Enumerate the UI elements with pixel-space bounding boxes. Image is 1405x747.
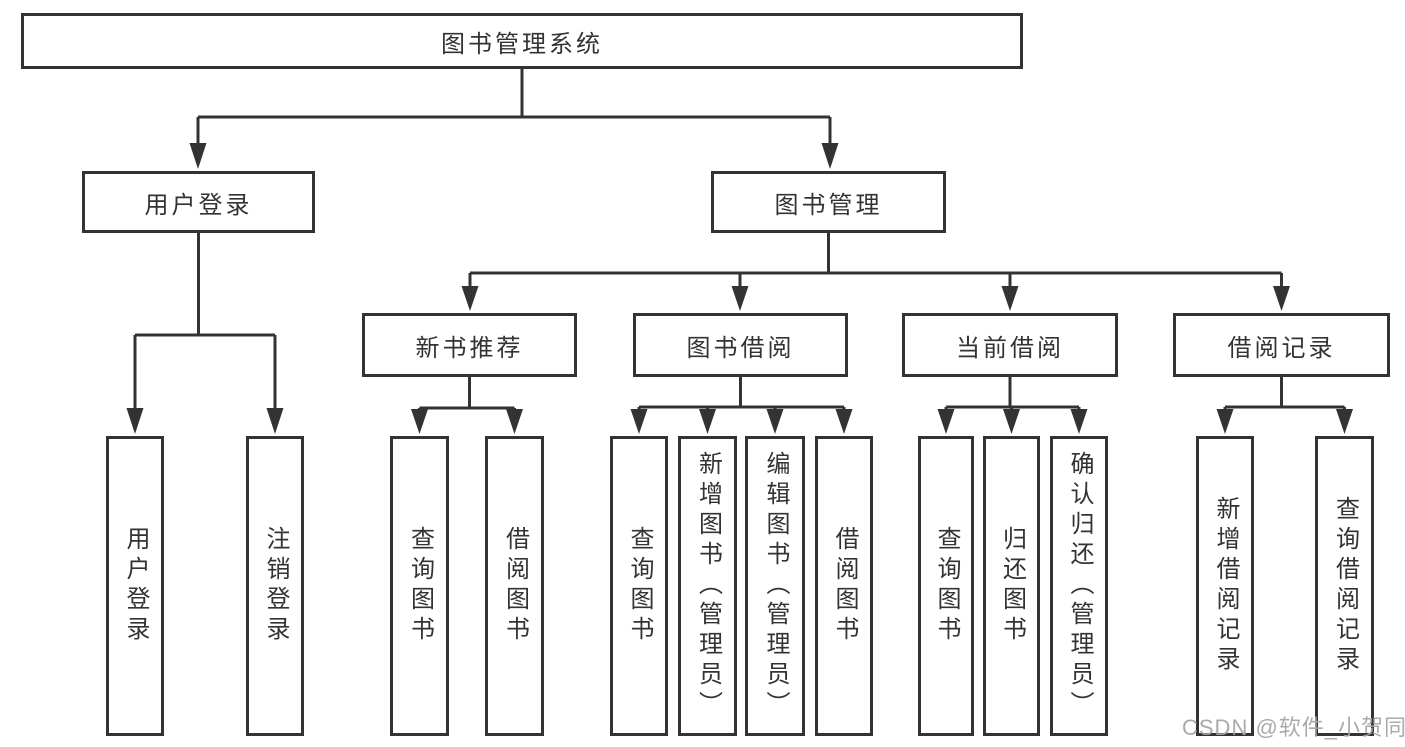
leaf-add-books-admin: 新增图书（管理员） — [678, 436, 737, 736]
node-label: 当前借阅 — [956, 334, 1064, 362]
node-label: 新书推荐 — [415, 334, 524, 362]
node-borrowing-records: 借阅记录 — [1173, 313, 1390, 377]
node-label: 查询图书 — [626, 526, 653, 646]
node-label: 借阅记录 — [1227, 334, 1336, 362]
node-label: 图书管理系统 — [441, 30, 603, 58]
node-label: 确认归还（管理员） — [1066, 451, 1093, 721]
node-new-book-recommendation: 新书推荐 — [362, 313, 577, 377]
node-label: 用户登录 — [122, 526, 149, 646]
node-label: 编辑图书（管理员） — [762, 451, 789, 721]
csdn-watermark: CSDN @软件_小贺同学 — [1182, 715, 1405, 740]
node-label: 注销登录 — [262, 526, 289, 646]
leaf-user-login: 用户登录 — [106, 436, 164, 736]
leaf-query-borrow-record: 查询借阅记录 — [1315, 436, 1374, 736]
node-label: 图书管理 — [774, 191, 883, 219]
node-label: 归还图书 — [998, 526, 1026, 646]
node-label: 新增借阅记录 — [1212, 496, 1239, 676]
leaf-edit-books-admin: 编辑图书（管理员） — [745, 436, 805, 736]
node-label: 图书借阅 — [686, 334, 795, 362]
leaf-borrow-books-recommend: 借阅图书 — [485, 436, 544, 736]
node-label: 借阅图书 — [831, 526, 858, 646]
leaf-return-books: 归还图书 — [983, 436, 1040, 736]
node-label: 查询图书 — [933, 526, 960, 646]
node-label: 查询借阅记录 — [1331, 496, 1359, 676]
leaf-query-books-borrowing: 查询图书 — [610, 436, 668, 736]
node-user-login: 用户登录 — [82, 171, 315, 233]
node-current-borrowing: 当前借阅 — [902, 313, 1118, 377]
node-label: 用户登录 — [144, 191, 253, 219]
node-book-borrowing: 图书借阅 — [633, 313, 848, 377]
arrowheads — [126, 143, 1353, 434]
leaf-add-borrow-record: 新增借阅记录 — [1196, 436, 1254, 736]
node-label: 查询图书 — [406, 526, 434, 646]
node-library-management-system: 图书管理系统 — [21, 13, 1023, 69]
leaf-query-books-current: 查询图书 — [918, 436, 974, 736]
node-label: 借阅图书 — [501, 526, 529, 646]
connector-paths — [133, 69, 1346, 412]
leaf-logout: 注销登录 — [246, 436, 304, 736]
node-label: 新增图书（管理员） — [694, 451, 722, 721]
leaf-query-books-recommend: 查询图书 — [390, 436, 449, 736]
node-book-management: 图书管理 — [711, 171, 946, 233]
leaf-confirm-return-admin: 确认归还（管理员） — [1050, 436, 1108, 736]
leaf-borrow-books: 借阅图书 — [815, 436, 873, 736]
